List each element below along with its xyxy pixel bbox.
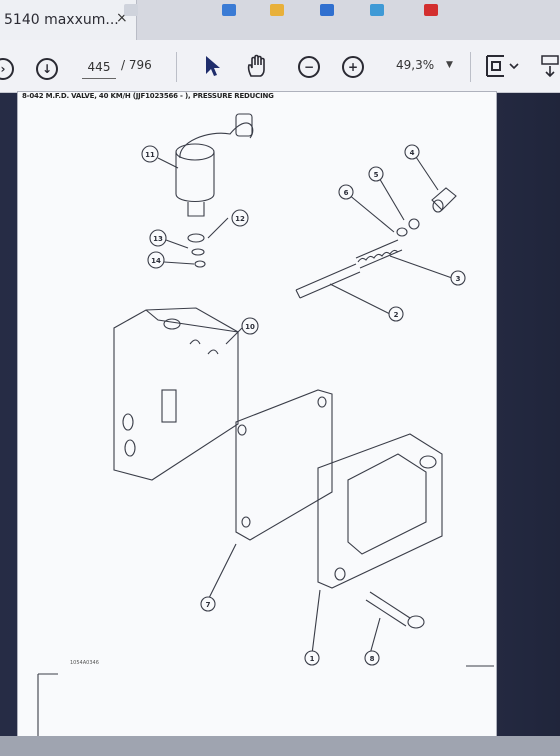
close-icon[interactable]: × (116, 10, 128, 26)
page-total: / 796 (121, 58, 152, 72)
file-explorer-icon[interactable] (270, 4, 284, 16)
tab-title: 5140 maxxum... (4, 12, 119, 28)
zoom-out-icon[interactable]: − (298, 56, 320, 78)
callout-1: 1 (310, 655, 315, 663)
taskbar (0, 736, 560, 756)
task-view-icon[interactable] (124, 4, 138, 16)
page-number-input[interactable]: 445 (82, 56, 116, 79)
connector-plug (235, 113, 253, 137)
select-pointer-icon[interactable] (204, 54, 220, 78)
toolbar-separator (176, 52, 177, 82)
callout-10: 10 (245, 323, 255, 331)
callout-4: 4 (410, 149, 415, 157)
fit-page-icon[interactable] (484, 52, 524, 80)
hand-tool-icon[interactable] (246, 54, 268, 78)
callout-3: 3 (456, 275, 461, 283)
callout-2: 2 (394, 311, 399, 319)
callout-8: 8 (370, 655, 375, 663)
bolt (365, 591, 411, 627)
browser-icon[interactable] (222, 4, 236, 16)
exploded-parts-diagram: 11 4 5 6 12 13 14 3 2 10 7 1 8 (37, 113, 494, 742)
callout-12: 12 (235, 215, 245, 223)
cover-plate (317, 433, 443, 589)
callout-6: 6 (344, 189, 349, 197)
toolbar-separator (470, 52, 471, 82)
next-page-icon[interactable]: ↓ (36, 58, 58, 80)
document-page[interactable]: 8-042 M.F.D. VALVE, 40 KM/H (JJF1023566 … (18, 92, 496, 742)
callout-13: 13 (153, 235, 163, 243)
mail-icon[interactable] (320, 4, 334, 16)
zoom-in-icon[interactable]: + (342, 56, 364, 78)
drawing-code: 1054A0346 (70, 660, 99, 666)
document-tab[interactable]: 5140 maxxum... × (0, 0, 137, 40)
solenoid-body (175, 152, 215, 203)
callout-7: 7 (206, 601, 211, 609)
callout-11: 11 (145, 151, 155, 159)
pdf-toolbar (0, 40, 560, 93)
solenoid-cable (179, 122, 254, 159)
valve-body (113, 307, 239, 481)
callout-5: 5 (374, 171, 379, 179)
page-header-title: 8-042 M.F.D. VALVE, 40 KM/H (JJF1023566 … (22, 92, 274, 100)
more-tools-icon[interactable] (540, 52, 560, 80)
chevron-down-icon[interactable]: ▼ (446, 60, 453, 70)
gasket (235, 389, 333, 541)
previous-page-icon[interactable]: › (0, 58, 14, 80)
zoom-level-select[interactable]: 49,3% (396, 58, 435, 72)
store-icon[interactable] (370, 4, 384, 16)
pdf-reader-icon[interactable] (424, 4, 438, 16)
callout-14: 14 (151, 257, 161, 265)
